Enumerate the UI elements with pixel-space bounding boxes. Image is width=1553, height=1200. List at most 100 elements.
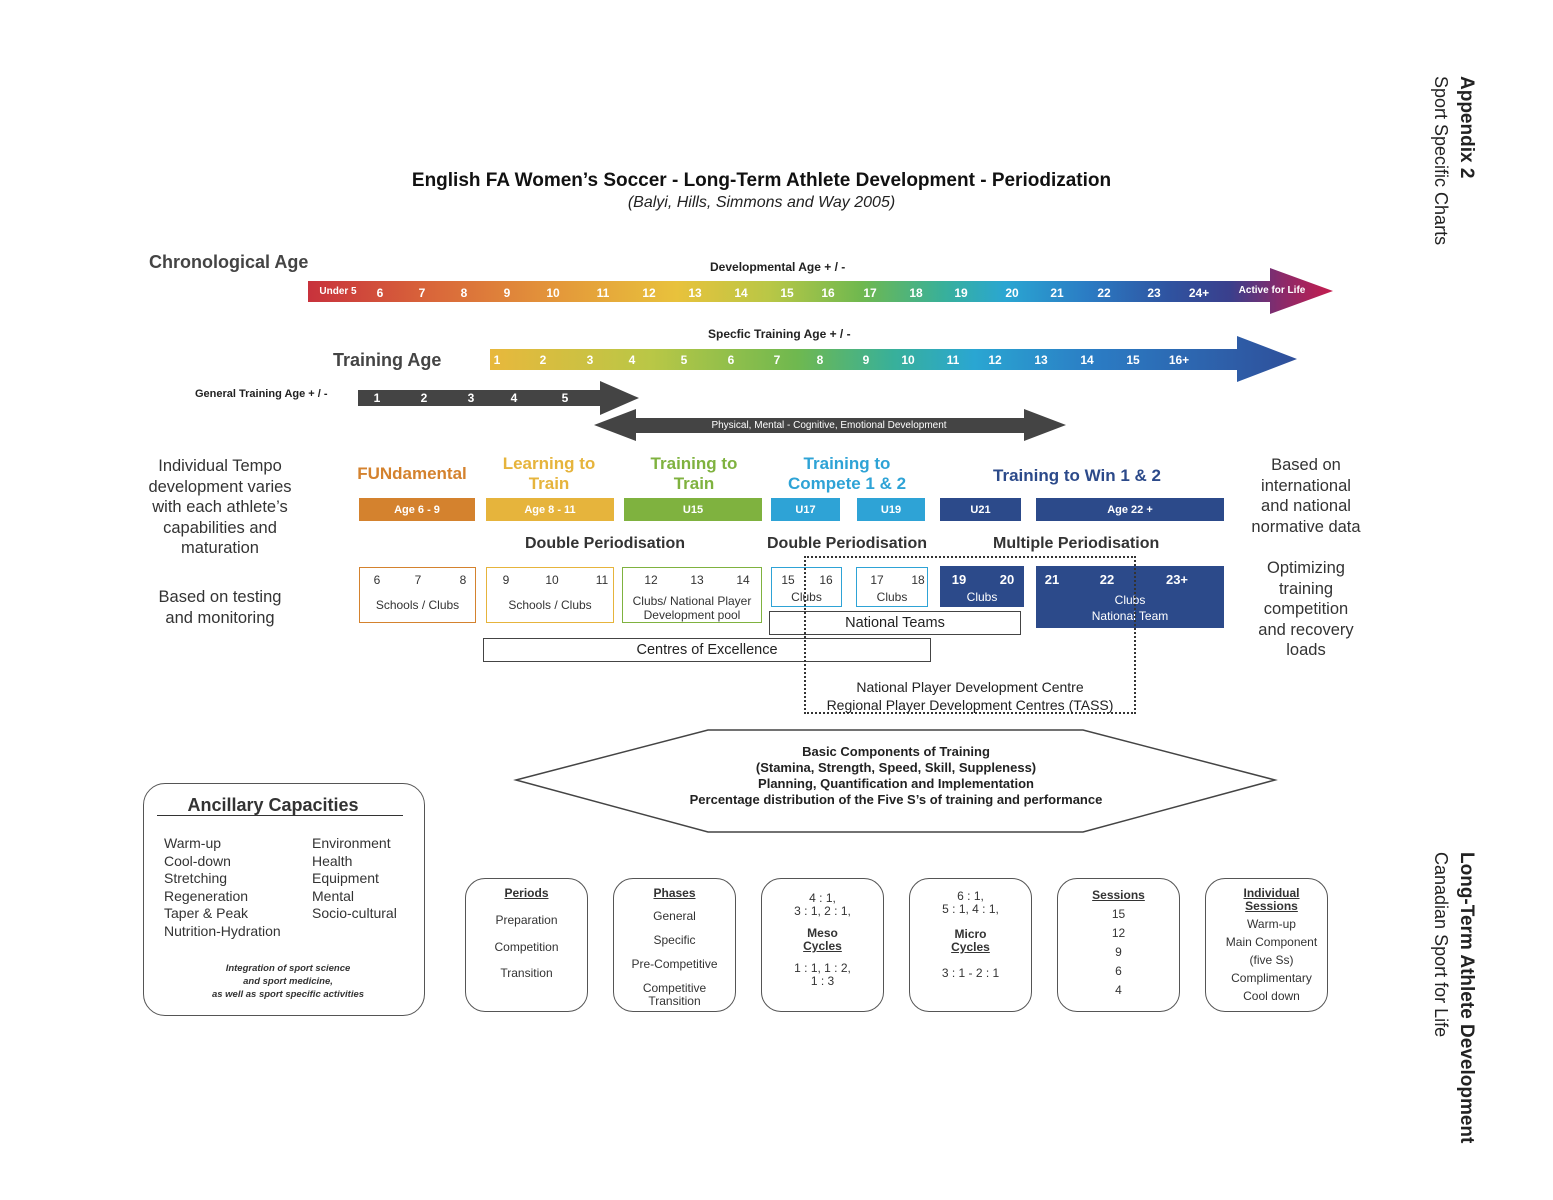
chrono-age-22: 22: [1097, 286, 1111, 300]
general-age-2: 2: [420, 391, 428, 405]
chronological-age-label: Chronological Age: [149, 252, 309, 272]
general-age-4: 4: [510, 391, 518, 405]
training-age-14: 14: [1080, 353, 1094, 367]
active-for-life-label: Active for Life: [1238, 285, 1306, 296]
training-age-7: 7: [773, 353, 781, 367]
training-age-15: 15: [1126, 353, 1140, 367]
player-development-region: [804, 556, 1136, 714]
csfl-label: Canadian Sport for Life: [1431, 852, 1451, 1038]
chrono-start-label: Under 5: [319, 286, 357, 297]
chrono-age-18: 18: [909, 286, 923, 300]
chrono-age-15: 15: [780, 286, 794, 300]
training-age-16plus: 16+: [1168, 353, 1190, 367]
development-arrow: [594, 409, 1066, 441]
general-age-5: 5: [561, 391, 569, 405]
periodisation-label-3: Multiple Periodisation: [993, 535, 1160, 552]
page-title: English FA Women’s Soccer - Long-Term At…: [411, 170, 1112, 191]
basic-components-hexagon: [513, 729, 1278, 833]
basic-line-1: Basic Components of Training: [802, 744, 990, 759]
chrono-age-20: 20: [1005, 286, 1019, 300]
chrono-age-14: 14: [734, 286, 748, 300]
micro-cycles-text: 6 : 1, 5 : 1, 4 : 1, Micro Cycles 3 : 1 …: [941, 889, 1000, 980]
ancillary-col2-item: Environment: [312, 835, 391, 851]
stage-bar-age-22: Age 22 +: [1036, 498, 1224, 521]
appendix-label: Appendix 2: [1456, 76, 1477, 179]
developmental-age-label: Developmental Age + / -: [710, 260, 846, 274]
development-label: Physical, Mental - Cognitive, Emotional …: [711, 420, 947, 431]
training-arrow: [490, 336, 1297, 382]
training-age-1: 1: [493, 353, 501, 367]
meso-cycles-text: 4 : 1, 3 : 1, 2 : 1, Meso Cycles 1 : 1, …: [794, 891, 851, 988]
training-age-8: 8: [816, 353, 824, 367]
chrono-age-8: 8: [460, 286, 468, 300]
chrono-age-11: 11: [596, 286, 610, 300]
training-age-9: 9: [862, 353, 870, 367]
chrono-age-10: 10: [546, 286, 560, 300]
chrono-age-9: 9: [503, 286, 511, 300]
chrono-age-16: 16: [821, 286, 835, 300]
periods-box: [465, 878, 588, 1012]
rpdc-label: Regional Player Development Centres (TAS…: [826, 697, 1114, 713]
stage-fundamental-title: FUNdamental: [357, 464, 467, 483]
basic-line-4: Percentage distribution of the Five S’s …: [689, 792, 1103, 807]
ancillary-col1-item: Taper & Peak: [164, 905, 249, 922]
stage-bar-age-6-9: Age 6 - 9: [359, 498, 475, 521]
chrono-age-6: 6: [376, 286, 384, 300]
general-age-1: 1: [373, 391, 381, 405]
ancillary-col2-item: Mental: [312, 887, 355, 904]
periodisation-label-1: Double Periodisation: [525, 535, 686, 552]
sport-specific-label: Sport Specific Charts: [1431, 76, 1451, 246]
training-age-label: Training Age: [333, 350, 442, 370]
periodisation-label-2: Double Periodisation: [767, 535, 928, 552]
stage-bar-u21: U21: [940, 498, 1021, 521]
chrono-age-23: 23: [1147, 286, 1161, 300]
meso-cycles-box: [761, 878, 884, 1012]
chrono-age-24plus: 24+: [1188, 286, 1210, 300]
training-age-4: 4: [628, 353, 636, 367]
stage-bar-u17: U17: [771, 498, 840, 521]
npdc-label: National Player Development Centre: [856, 679, 1084, 695]
centres-of-excellence-box: Centres of Excellence: [483, 638, 931, 662]
national-teams-box: National Teams: [769, 611, 1021, 635]
ancillary-divider: [157, 815, 403, 816]
chrono-age-12: 12: [642, 286, 656, 300]
ancillary-col1-item: Warm-up: [164, 835, 222, 851]
periods-box-text: Periods Preparation Competition Transiti…: [494, 886, 559, 980]
training-age-13: 13: [1034, 353, 1048, 367]
stage-win-title: Training to Win 1 & 2: [993, 466, 1161, 485]
stage-bar-u19: U19: [857, 498, 925, 521]
stage-bar-u15: U15: [624, 498, 762, 521]
chronological-arrow: [308, 268, 1333, 314]
training-age-12: 12: [988, 353, 1002, 367]
ltad-label: Long-Term Athlete Development: [1456, 852, 1477, 1144]
stage-bar-age-8-11: Age 8 - 11: [486, 498, 614, 521]
basic-line-2: (Stamina, Strength, Speed, Skill, Supple…: [755, 760, 1037, 775]
phases-box: [613, 878, 736, 1012]
chrono-age-13: 13: [688, 286, 702, 300]
training-age-6: 6: [727, 353, 735, 367]
basic-line-3: Planning, Quantification and Implementat…: [758, 776, 1034, 791]
general-age-3: 3: [467, 391, 475, 405]
sessions-box-text: Sessions 15 12 9 6 4: [1092, 888, 1145, 997]
general-training-age-label: General Training Age + / -: [195, 388, 328, 400]
training-age-3: 3: [586, 353, 594, 367]
individual-sessions-text: Individual Sessions Warm-up Main Compone…: [1225, 886, 1318, 1003]
sessions-box: [1057, 878, 1180, 1012]
ancillary-col2-item: Socio-cultural: [312, 905, 397, 922]
ancillary-box: [143, 783, 425, 1016]
chrono-age-19: 19: [954, 286, 968, 300]
